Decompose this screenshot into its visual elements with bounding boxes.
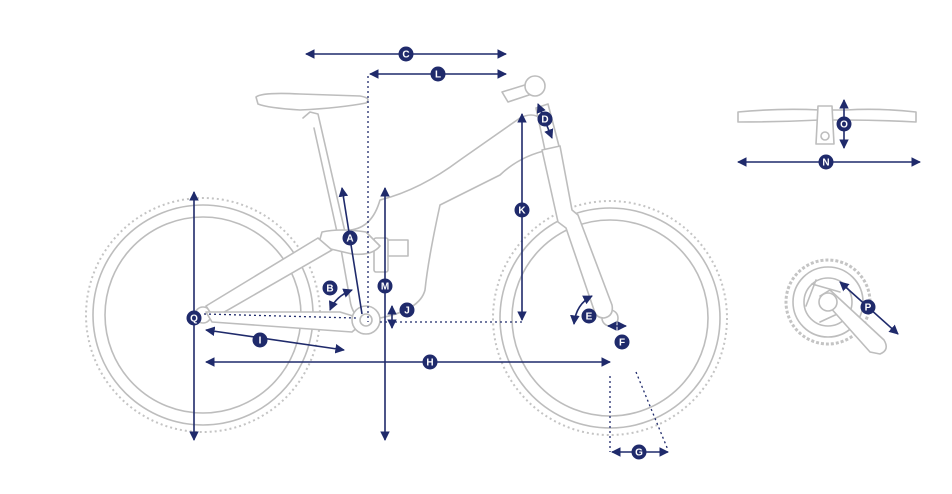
svg-text:L: L [435, 70, 441, 81]
bottom-bracket [351, 305, 381, 335]
svg-text:M: M [381, 282, 389, 293]
label-l: L [430, 66, 446, 82]
handlebar-inset [737, 105, 917, 145]
label-k: K [514, 202, 530, 218]
label-g: G [631, 444, 647, 460]
svg-text:J: J [404, 306, 410, 317]
svg-text:O: O [840, 120, 848, 131]
label-j: J [399, 302, 415, 318]
svg-text:C: C [402, 50, 409, 61]
svg-text:Q: Q [190, 314, 198, 325]
front-wheel [492, 200, 728, 436]
svg-text:D: D [541, 115, 548, 126]
svg-text:G: G [635, 448, 643, 459]
dim-line-i [205, 326, 345, 354]
svg-text:P: P [865, 303, 872, 314]
label-m: M [377, 278, 393, 294]
seatpost [302, 111, 346, 233]
label-q: Q [186, 310, 202, 326]
label-e: E [581, 308, 597, 324]
label-a: A [342, 230, 358, 246]
svg-text:B: B [326, 284, 333, 295]
svg-text:K: K [518, 206, 526, 217]
label-h: H [422, 354, 438, 370]
frame [337, 114, 549, 323]
ref-line-rear [203, 313, 357, 319]
label-i: I [252, 332, 268, 348]
bar-clamp [524, 75, 546, 97]
svg-text:E: E [586, 312, 593, 323]
bike-outline [85, 75, 728, 436]
label-c: C [398, 46, 414, 62]
label-n: N [818, 154, 834, 170]
dim-line-a [338, 187, 363, 315]
label-d: D [537, 111, 553, 127]
label-o: O [836, 116, 852, 132]
dim-arc-b [328, 288, 353, 311]
svg-text:H: H [426, 358, 433, 369]
dim-arc-e [570, 295, 593, 325]
label-f: F [614, 334, 630, 350]
dimension-labels: C L D K A M J B Q I H E [186, 46, 876, 460]
label-p: P [860, 299, 876, 315]
svg-text:I: I [259, 336, 262, 347]
svg-text:A: A [346, 234, 353, 245]
saddle [255, 92, 369, 111]
ref-line-g2 [635, 371, 669, 451]
svg-text:N: N [822, 158, 829, 169]
svg-text:F: F [619, 338, 625, 349]
fork [541, 145, 614, 319]
label-b: B [322, 280, 338, 296]
